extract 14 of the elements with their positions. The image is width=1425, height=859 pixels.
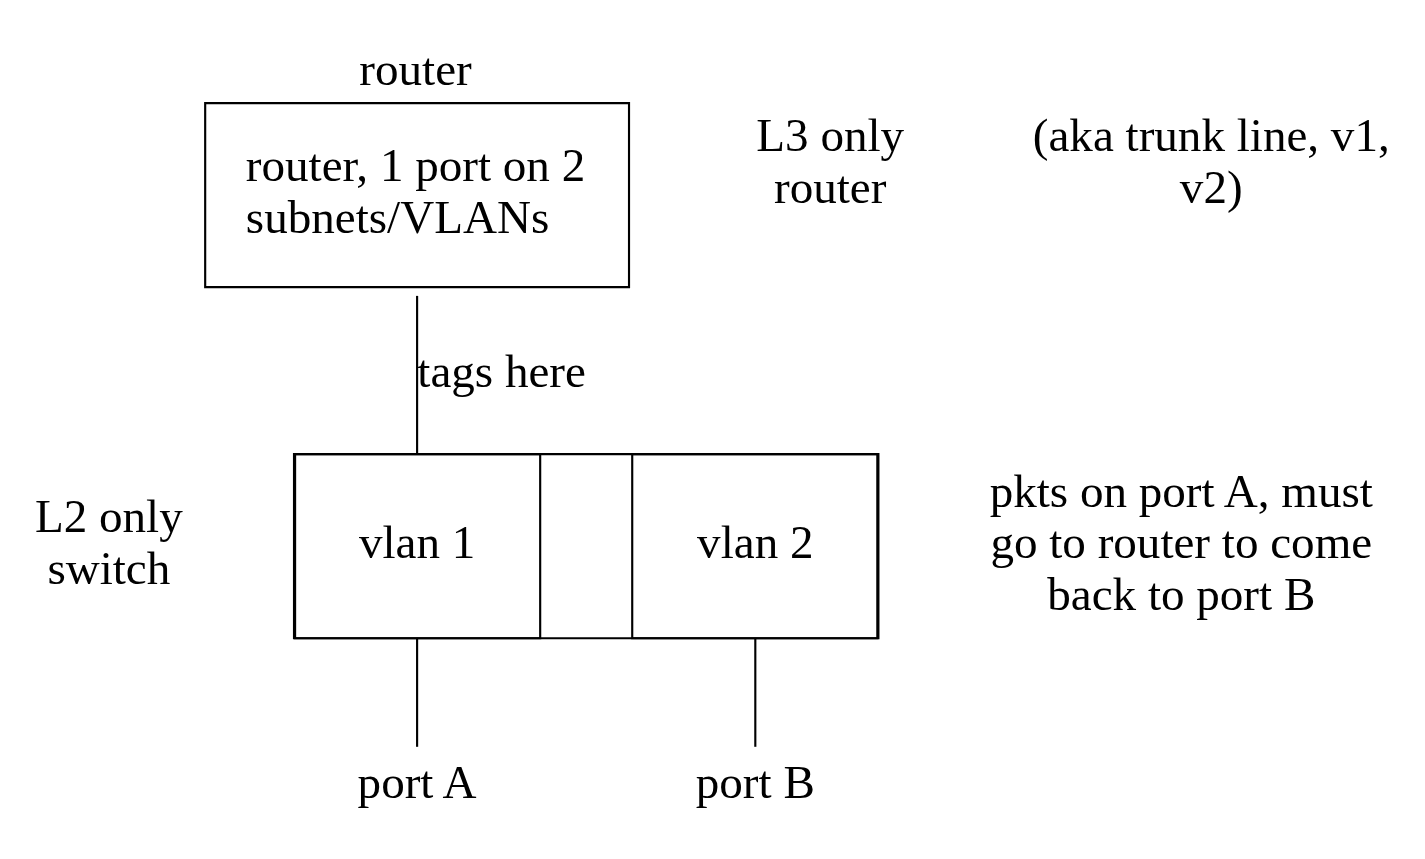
- node-box: vlan 2: [631, 453, 880, 640]
- connector: [416, 295, 419, 454]
- connector: [754, 638, 757, 747]
- edge-label: tags here: [417, 344, 586, 397]
- label: pkts on port A, must go to router to come back to port B: [989, 464, 1373, 620]
- node-label: L3 only router: [756, 109, 905, 213]
- node-text: port B: [695, 755, 815, 808]
- connector: [416, 638, 419, 747]
- node-label: router: [359, 43, 472, 96]
- label: (aka trunk line, v1, v2): [1032, 109, 1390, 213]
- node-box: router, 1 port on 2 subnets/VLANs: [204, 102, 631, 289]
- node-text: port A: [357, 755, 477, 808]
- node-label: L2 only switch: [34, 490, 183, 594]
- node-box: vlan 1: [292, 453, 542, 640]
